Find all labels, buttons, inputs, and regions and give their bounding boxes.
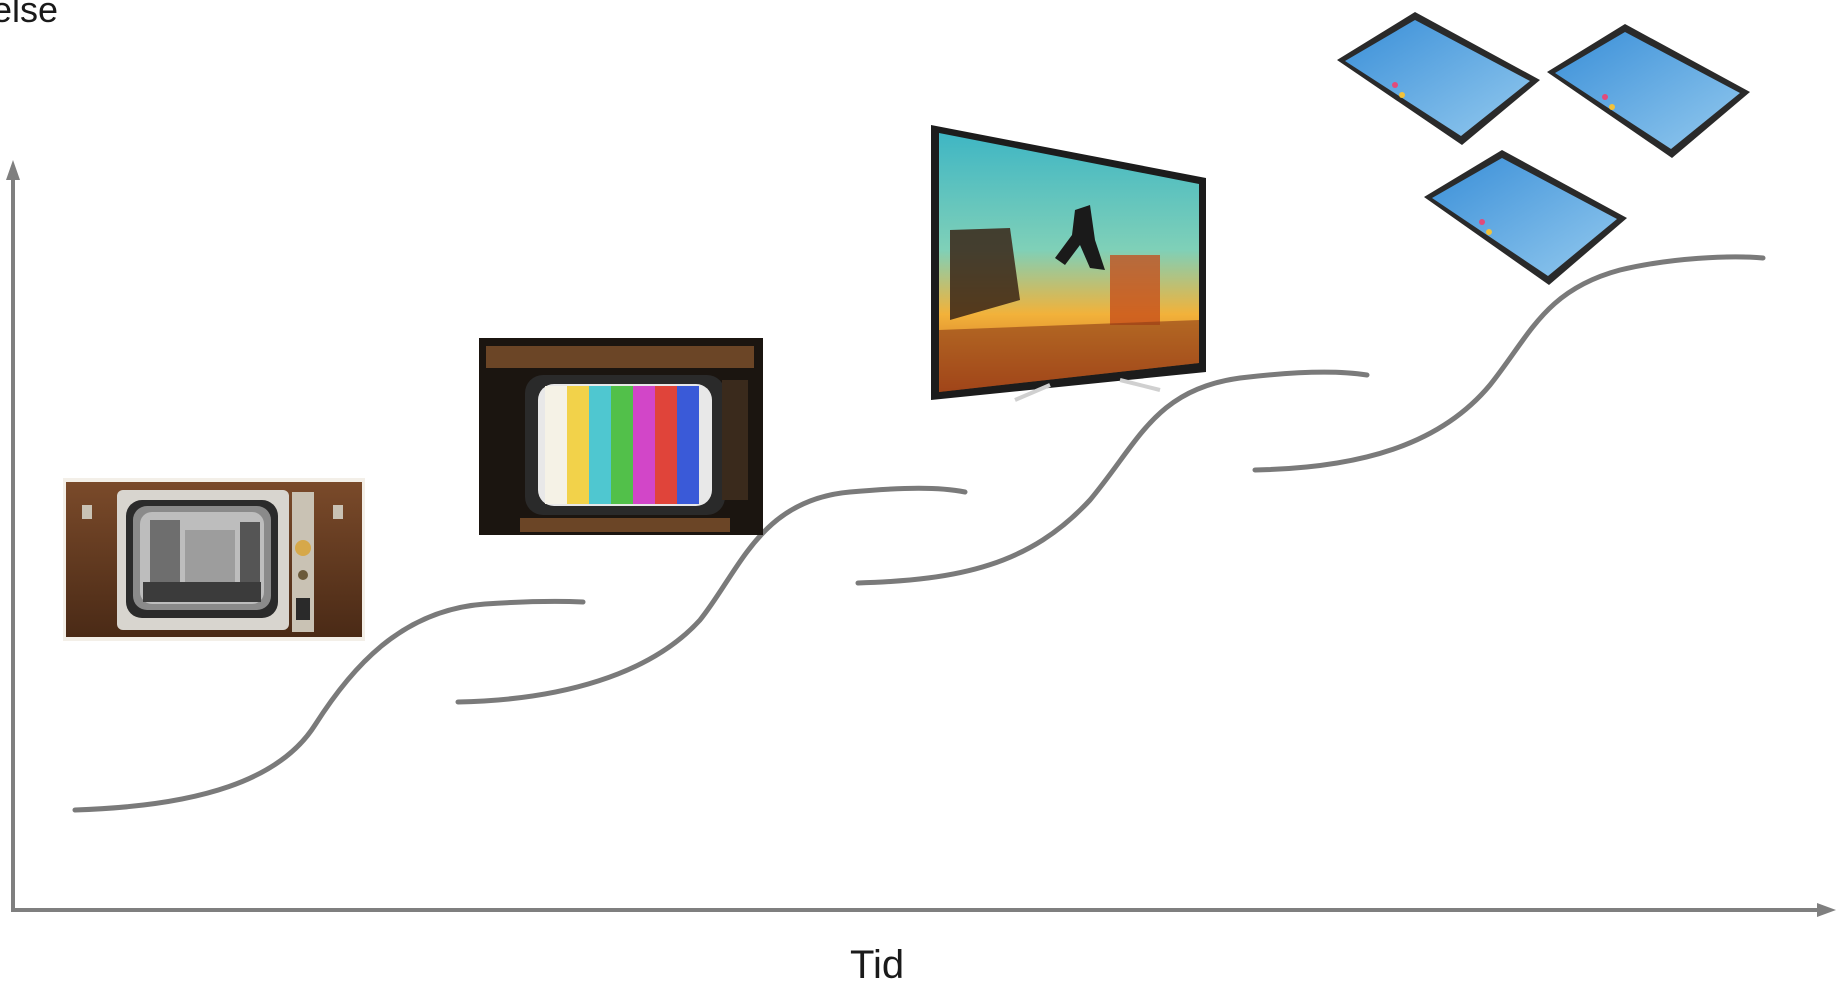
- tablet-2: [1547, 24, 1750, 158]
- s-curve-4: [1252, 254, 1766, 473]
- tablet-1: [1337, 12, 1540, 145]
- y-axis-arrowhead: [6, 160, 20, 180]
- x-axis-arrowhead: [1817, 903, 1836, 917]
- color-bars: [545, 386, 699, 504]
- s-curves: [72, 254, 1766, 813]
- s-curve-1: [72, 598, 586, 813]
- s-curve-2: [455, 485, 968, 705]
- flat-screen-tv-image: [931, 125, 1206, 402]
- wood-cabinet-bw-tv-image: [63, 478, 365, 641]
- tablets-image: [1337, 12, 1750, 285]
- axes: [6, 160, 1836, 917]
- y-axis-label: else: [0, 0, 58, 30]
- s-curve-3: [855, 369, 1370, 586]
- tablet-3: [1424, 150, 1627, 285]
- color-bars-crt-tv-image: [479, 338, 763, 535]
- x-axis-label: Tid: [850, 943, 904, 984]
